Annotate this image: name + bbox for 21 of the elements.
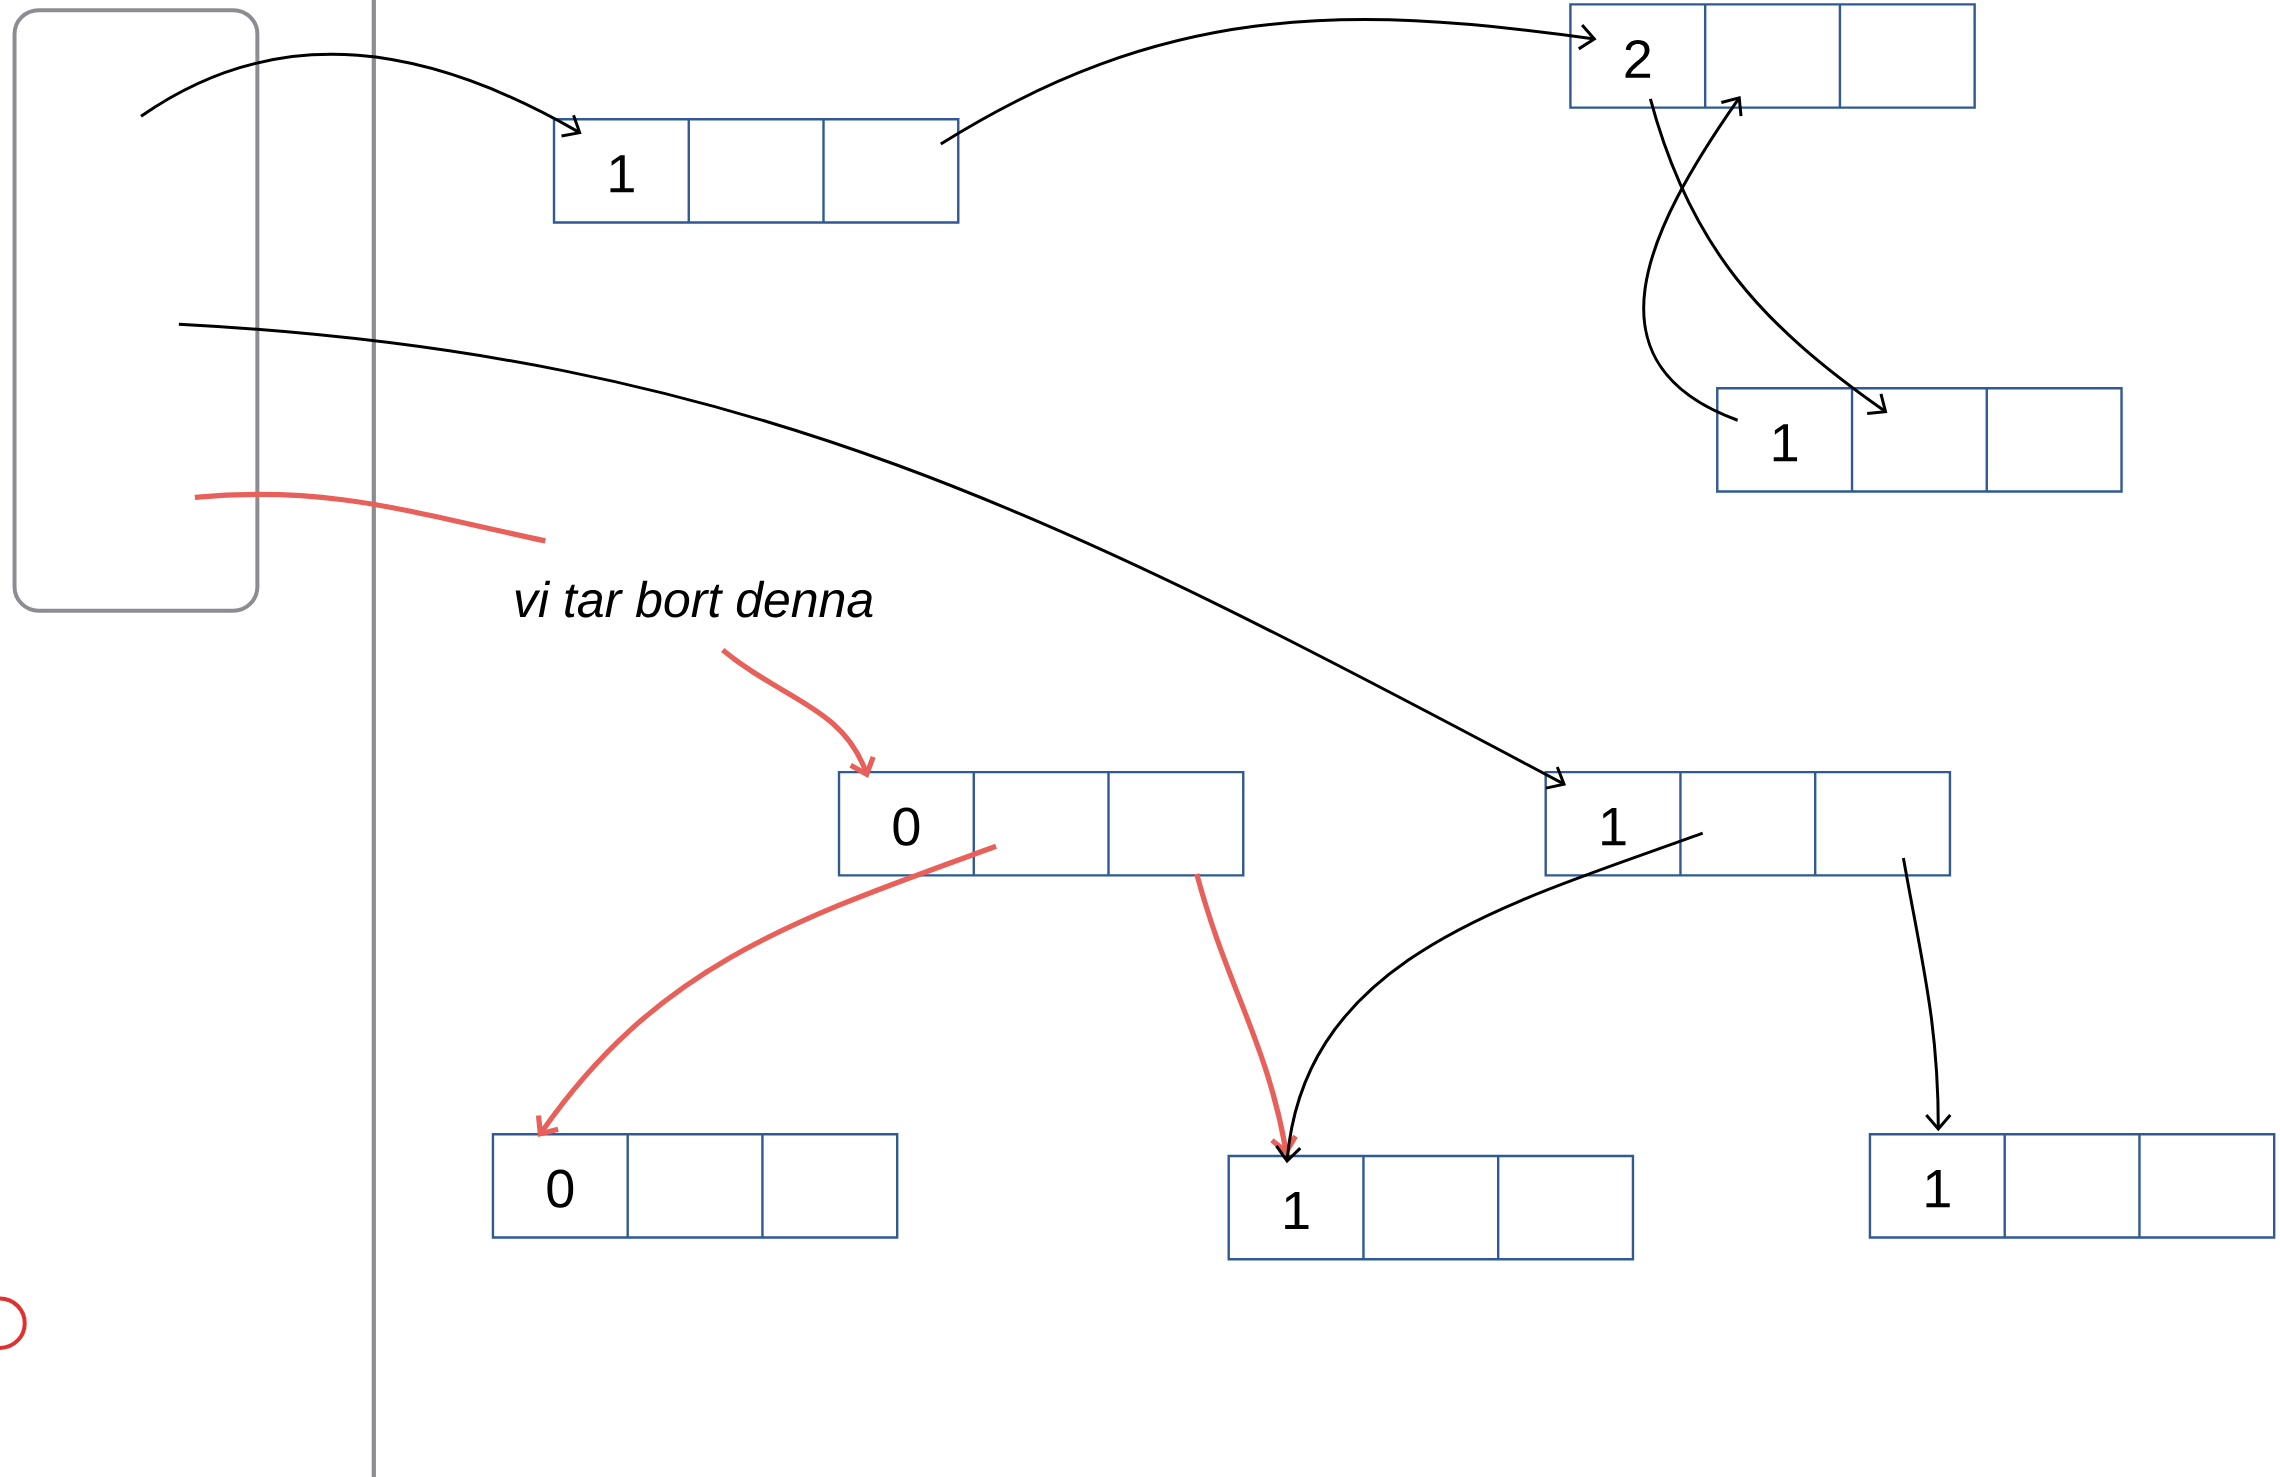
record-box: 1: [1227, 1154, 1635, 1261]
arrow: [1901, 857, 1952, 1132]
arrow: [1275, 831, 1704, 1164]
record-box: 0: [837, 770, 1245, 877]
arrow: [940, 18, 1597, 146]
record-box: 1: [552, 117, 960, 224]
arrow: [1642, 95, 1743, 422]
record-box: 2: [1569, 3, 1976, 109]
arrow: [721, 647, 876, 778]
arrow: [535, 843, 997, 1137]
record-box: 1: [1868, 1132, 2276, 1239]
arrow: [178, 322, 1567, 790]
arrow: [1648, 98, 1888, 415]
record-box: 1: [1716, 386, 2123, 493]
connector-line: [194, 491, 546, 544]
record-box: 1: [1544, 770, 1952, 877]
stack-frame-box: [12, 8, 260, 613]
arrow: [1194, 873, 1298, 1156]
annotation-text: vi tar bort denna: [515, 580, 873, 618]
record-box: 0: [491, 1132, 899, 1239]
arrow: [140, 52, 582, 138]
